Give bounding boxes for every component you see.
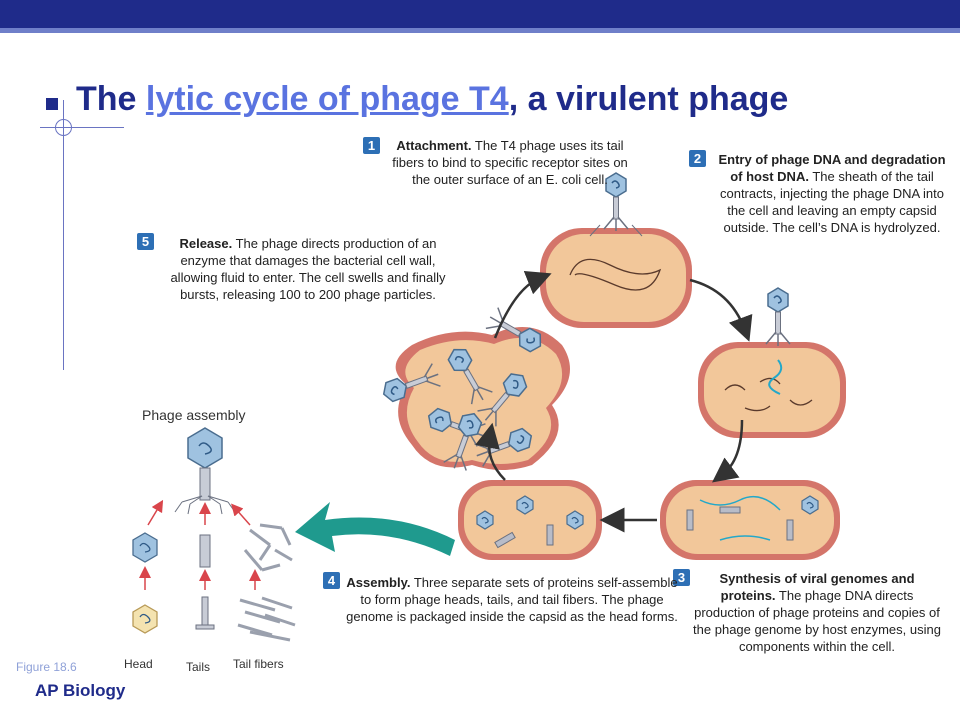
step-4-heading: Assembly.: [346, 575, 411, 590]
step-1-text: The T4 phage uses its tail fibers to bin…: [392, 138, 628, 187]
step-2-badge: 2: [689, 150, 706, 167]
footer-ap-biology: AP Biology: [35, 681, 126, 700]
decorative-horizontal-line: [40, 127, 124, 128]
step-5-text: The phage directs production of an enzym…: [170, 236, 446, 302]
tail-sheath: [199, 534, 211, 568]
cell-release: [378, 305, 570, 474]
step-2-caption: Entry of phage DNA and degradation of ho…: [712, 151, 952, 236]
step-3-heading: Synthesis of viral genomes and proteins.: [719, 571, 915, 603]
step-3-caption: Synthesis of viral genomes and proteins.…: [693, 570, 941, 655]
title-suffix: , a virulent phage: [508, 80, 789, 118]
step-2-text: The sheath of the tail contracts, inject…: [719, 169, 945, 235]
assembled-phage: [174, 427, 236, 515]
tail-fibers-label: Tail fibers: [233, 657, 284, 671]
step-1-heading: Attachment.: [396, 138, 472, 153]
top-banner-stripe: [0, 28, 960, 33]
assembly-teal-arrow: [295, 502, 455, 556]
decorative-circle: [55, 119, 72, 136]
cell-attachment: [540, 172, 692, 328]
tails-label: Tails: [186, 660, 211, 674]
step-2-heading: Entry of phage DNA and degradation of ho…: [718, 152, 946, 184]
cycle-arrow-5-to-1: [493, 271, 552, 339]
head-capsid: [132, 532, 158, 563]
tail-core: [201, 596, 209, 630]
step-5-caption: Release. The phage directs production of…: [158, 235, 458, 303]
cycle-arrow-4-to-5: [475, 422, 506, 481]
title-prefix: The: [76, 80, 146, 118]
cycle-arrow-2-to-3: [712, 419, 744, 483]
phage-assembly-title: Phage assembly: [142, 407, 246, 423]
step-5-heading: Release.: [179, 236, 233, 251]
head-precursor: [132, 604, 158, 634]
decorative-vertical-line: [63, 100, 64, 370]
tail-fibers-bundle-top: [243, 523, 293, 572]
cycle-arrow-1-to-2: [689, 278, 753, 342]
step-3-text: The phage DNA directs production of phag…: [693, 588, 941, 654]
head-label: Head: [124, 657, 153, 671]
title-link[interactable]: lytic cycle of phage T4: [145, 80, 509, 118]
step-3-badge: 3: [673, 569, 690, 586]
slide-title: The lytic cycle of phage T4, a virulent …: [76, 80, 788, 119]
step-5-badge: 5: [137, 233, 154, 250]
step-4-badge: 4: [323, 572, 340, 589]
step-1-badge: 1: [363, 137, 380, 154]
top-banner: [0, 0, 960, 28]
cell-entry: [698, 287, 846, 438]
step-4-text: Three separate sets of proteins self-ass…: [346, 575, 678, 624]
title-bullet: [46, 98, 58, 110]
step-4-caption: Assembly. Three separate sets of protein…: [344, 574, 680, 625]
tail-fibers-bundle-bottom: [237, 596, 296, 642]
figure-label: Figure 18.6: [16, 660, 77, 674]
cell-assembly: [458, 480, 602, 560]
step-1-caption: Attachment. The T4 phage uses its tail f…: [385, 137, 635, 188]
cell-synthesis: [660, 480, 840, 560]
